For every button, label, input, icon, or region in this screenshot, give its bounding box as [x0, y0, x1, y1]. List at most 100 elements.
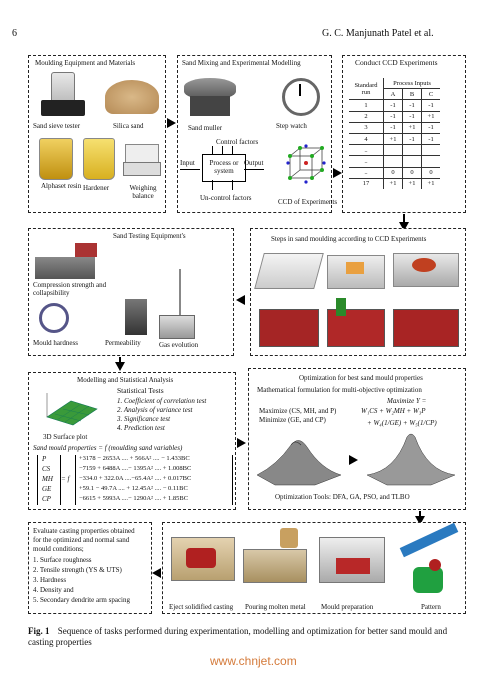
objective-surface-2 — [366, 433, 456, 486]
variable-vector: P CS MH GE CP — [37, 455, 61, 505]
modelling-statistics-panel: Modelling and Statistical Analysis 3D Su… — [28, 372, 236, 510]
uncontrol-label: Un-control factors — [200, 194, 252, 202]
ejected-casting-image — [171, 537, 235, 581]
output-label: Output — [244, 159, 264, 167]
vector-entry: P — [42, 455, 47, 463]
process-box: Process or system — [202, 154, 246, 182]
optimization-tools: Optimization Tools: DFA, GA, PSO, and TL… — [275, 493, 410, 501]
table-cell: .. — [349, 155, 384, 168]
ccd-table: Standard run Process Inputs A B C 1-1-1-… — [349, 78, 440, 189]
item-label: Step watch — [276, 122, 307, 130]
table-cell: -1 — [402, 110, 422, 123]
table-row: 4+1-1-1 — [349, 132, 440, 146]
process-label: Pattern — [421, 603, 441, 611]
pattern-rod-image — [399, 522, 459, 558]
table-cell: -1 — [402, 132, 422, 146]
flow-arrow-down — [399, 222, 409, 231]
evaluation-line: for the optimized and normal sand — [33, 536, 130, 544]
table-header: Process Inputs — [383, 78, 440, 90]
moulding-equipment-panel: Moulding Equipment and Materials Sand si… — [28, 55, 166, 213]
pattern-red-image — [429, 559, 441, 571]
table-cell: .. — [349, 144, 384, 157]
output-line — [244, 169, 264, 170]
formula-line: W₁CS + W₂MH + W₃P — [361, 407, 426, 415]
process-label: Pouring molten metal — [245, 603, 306, 611]
item-label: Permeability — [105, 339, 141, 347]
vector-entry: CS — [42, 465, 51, 473]
equation: +3178 − 2653A .... + 566A² .... − 1.433B… — [79, 455, 190, 462]
table-cell — [402, 144, 422, 157]
equals-f: = f — [61, 475, 70, 483]
table-row: 17+1+1+1 — [349, 177, 440, 189]
equation: +59.1 − 49.7A .... + 12.45A² .... − 0.11… — [79, 485, 188, 492]
control-arrow-line — [232, 146, 233, 154]
table-cell: -1 — [421, 121, 440, 134]
control-arrow-line — [212, 146, 213, 154]
test-item: 4. Prediction test — [117, 424, 165, 432]
test-item: 2. Analysis of variance test — [117, 406, 193, 414]
table-cell: -1 — [383, 121, 403, 134]
panel-title: Sand Mixing and Experimental Modelling — [182, 59, 301, 67]
item-label: Alphaset resin — [41, 182, 82, 190]
casting-evaluation-panel: Evaluate casting properties obtained for… — [28, 522, 152, 614]
input-label: Input — [180, 159, 195, 167]
evaluation-line: 5. Secondary dendrite arm spacing — [33, 596, 130, 604]
flow-arrow-left — [152, 568, 161, 578]
table-cell: 0 — [402, 166, 422, 179]
process-label: Mould preparation — [321, 603, 374, 611]
weighing-balance-image — [123, 144, 161, 176]
formula-line: + W₄(1/GE) + W₅(1/CP) — [367, 419, 437, 427]
uncontrol-arrow-line — [212, 180, 213, 190]
flow-arrow-down — [415, 516, 425, 525]
table-cell: 17 — [349, 177, 384, 189]
table-cell: +1 — [421, 110, 440, 123]
process-label: Eject solidified casting — [169, 603, 234, 611]
panel-title: Modelling and Statistical Analysis — [77, 376, 174, 384]
silica-sand-image — [105, 80, 159, 114]
pouring-image — [243, 528, 307, 583]
table-cell — [402, 155, 422, 168]
ccd-cube-icon — [286, 144, 326, 184]
ccd-experiments-panel: Conduct CCD Experiments Standard run Pro… — [342, 55, 466, 213]
item-label: Mould hardness — [33, 339, 78, 347]
evaluation-line: mould conditions; — [33, 545, 84, 553]
table-header: B — [402, 88, 422, 101]
table-cell — [421, 144, 440, 157]
maximize-text: Maximize (CS, MH, and P) — [259, 407, 337, 415]
table-cell: +1 — [402, 121, 422, 134]
surface-plot — [46, 393, 98, 426]
process-label: Process or system — [209, 159, 239, 175]
evaluation-line: 3. Hardness — [33, 576, 67, 584]
mould-step-1 — [254, 253, 324, 289]
vector-entry: GE — [42, 485, 52, 493]
table-row: .. — [349, 144, 440, 157]
flow-arrow-down — [115, 362, 125, 371]
mould-step-5 — [327, 298, 385, 347]
ccd-label: CCD of Experiments — [278, 198, 338, 206]
equation: −7159 + 6488A ....− 1395A² .... + 1.008B… — [79, 465, 192, 472]
stopwatch-icon — [282, 78, 320, 116]
control-factors-label: Control factors — [216, 138, 259, 146]
flow-arrow-right — [349, 455, 358, 465]
watermark-text: www.chnjet.com — [210, 654, 297, 668]
table-cell: +1 — [383, 177, 403, 189]
table-cell: -1 — [402, 99, 422, 112]
panel-title: Sand Testing Equipment's — [113, 232, 186, 240]
panel-title: Conduct CCD Experiments — [355, 58, 438, 67]
table-cell: +1 — [421, 177, 440, 189]
flow-arrow-shaft — [419, 511, 421, 519]
running-header-authors: G. C. Manjunath Patel et al. — [322, 28, 434, 39]
vector-entry: MH — [42, 475, 53, 483]
gas-stand-image — [179, 269, 181, 319]
table-cell: -1 — [383, 110, 403, 123]
equation: −334.0 + 322.0A ....−65.4A² .... + 0.017… — [79, 475, 192, 482]
formula-line: Maximize Y = — [387, 397, 427, 405]
panel-title: Optimization for best sand mould propert… — [299, 374, 423, 382]
figure-caption: Fig. 1 Sequence of tasks performed durin… — [28, 626, 468, 648]
sieve-tester-image — [37, 72, 89, 118]
input-line — [180, 169, 200, 170]
evaluation-line: 1. Surface roughness — [33, 556, 92, 564]
table-cell: 3 — [349, 121, 384, 134]
table-cell — [421, 155, 440, 168]
sand-testing-panel: Sand Testing Equipment's Compression str… — [28, 228, 234, 356]
